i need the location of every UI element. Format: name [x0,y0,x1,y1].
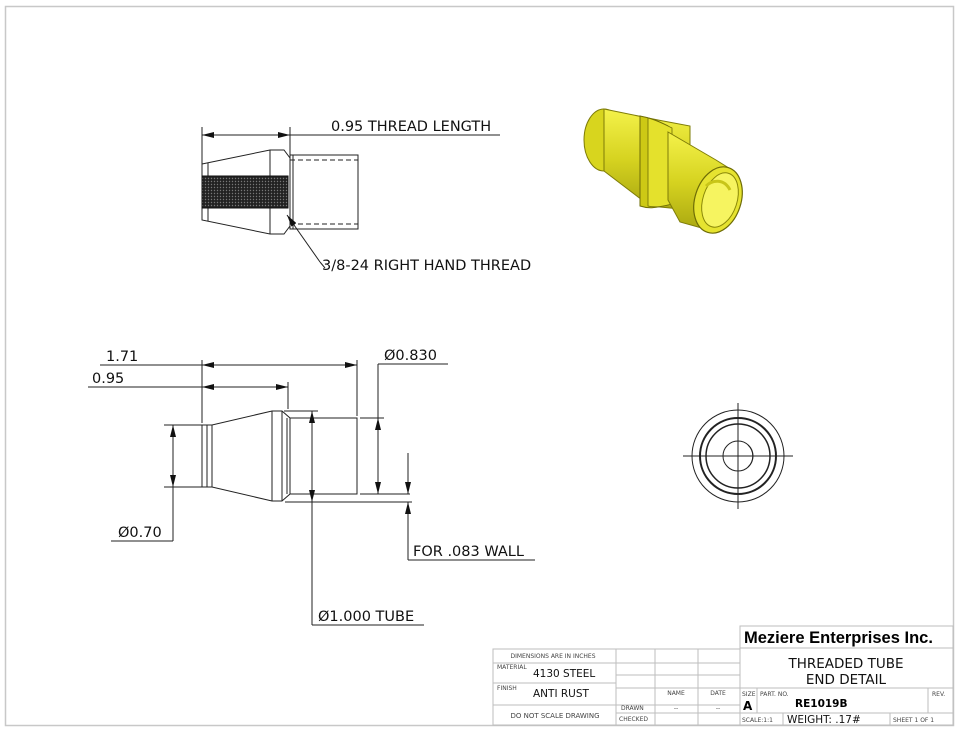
finish-value: ANTI RUST [533,688,590,700]
size-label: SIZE [742,691,756,698]
material-label: MATERIAL [497,664,527,671]
tube-diameter-dim: Ø1.000 TUBE [318,609,414,625]
thread-length-label: 0.95 THREAD LENGTH [331,119,491,135]
end-view [683,403,793,509]
wall-note: FOR .083 WALL [413,544,524,560]
outer-diameter-dim: Ø0.830 [384,348,437,364]
size-value: A [743,699,753,713]
sheet-number: SHEET 1 OF 1 [893,717,934,724]
sheet-border [4,5,955,727]
thread-hatch [201,175,289,209]
isometric-view [583,108,743,234]
name-header: NAME [667,690,685,697]
do-not-scale-note: DO NOT SCALE DRAWING [510,712,599,720]
checked-label: CHECKED [619,716,648,723]
title-block [492,625,954,726]
weight-value: WEIGHT: .17# [787,714,861,726]
drawn-name: -- [674,705,678,712]
drawn-label: DRAWN [621,705,644,712]
thread-callout-label: 3/8-24 RIGHT HAND THREAD [322,258,531,274]
drawing-title-line2: END DETAIL [806,672,887,688]
overall-length-dim: 1.71 [106,349,138,365]
part-no-label: PART. NO. [760,691,789,698]
top-view [201,127,500,269]
dimensions-note: DIMENSIONS ARE IN INCHES [510,653,595,660]
company-name: Meziere Enterprises Inc. [744,629,933,647]
part-number: RE1019B [795,698,848,710]
rev-label: REV. [932,691,945,698]
side-view [88,360,535,626]
finish-label: FINISH [497,685,517,692]
date-header: DATE [710,690,726,697]
drawn-date: -- [716,705,720,712]
scale-label: SCALE:1:1 [742,717,773,724]
material-value: 4130 STEEL [533,668,595,680]
nose-diameter-dim: Ø0.70 [118,525,162,541]
thread-length-dim: 0.95 [92,371,124,387]
drawing-title-line1: THREADED TUBE [787,656,903,672]
